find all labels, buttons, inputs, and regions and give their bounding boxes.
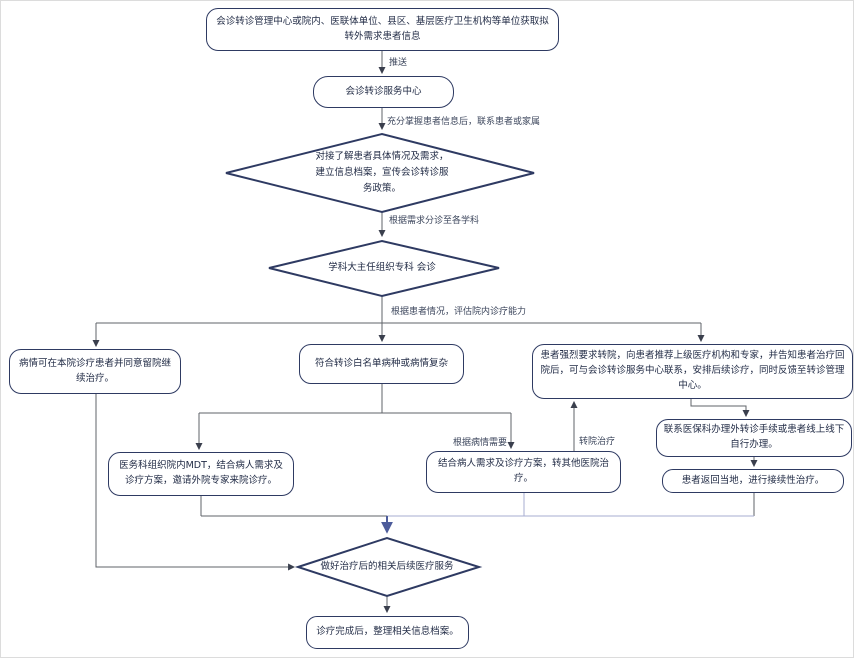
node-archive: 诊疗完成后，整理相关信息档案。 [306,616,469,649]
node-followup-diamond-label: 做好治疗后的相关后续医疗服务 [320,560,454,572]
node-transfer-other: 结合病人需求及诊疗方案，转其他医院治疗。 [426,451,621,493]
edge-strongrequest-to-medicare [690,399,750,418]
followup-diamond-shape [294,536,483,598]
node-mdt: 医务科组织院内MDT，结合病人需求及诊疗方案，邀请外院专家来院诊疗。 [108,452,294,496]
node-whitelist: 符合转诊白名单病种或病情复杂 [299,344,464,384]
edge-label-push: 推送 [389,58,408,68]
consult-diamond-shape [268,239,500,298]
node-intake-diamond-label: 对接了解患者具体情况及需求，建立信息档案，宣传会诊转诊服务政策。 [315,150,449,195]
node-service-center: 会诊转诊服务中心 [313,76,454,108]
edge-staylocal-to-followup [95,394,296,571]
edge-label-transfer-treatment: 转院治疗 [579,437,616,447]
node-return-local: 患者返回当地，进行接续性治疗。 [662,469,844,493]
edge-label-per-condition: 根据病情需要 [453,438,508,448]
node-source: 会诊转诊管理中心或院内、医联体单位、县区、基层医疗卫生机构等单位获取拟转外需求患… [206,8,559,51]
node-consult-diamond-label: 学科大主任组织专科 会诊 [328,262,436,274]
node-stay-local: 病情可在本院诊疗患者并同意留院继续治疗。 [9,349,181,394]
edge-label-contact: 充分掌握患者信息后，联系患者或家属 [387,117,541,127]
intake-diamond-shape [225,132,535,214]
edge-label-evaluate: 根据患者情况，评估院内诊疗能力 [391,307,527,317]
node-strong-request: 患者强烈要求转院，向患者推荐上级医疗机构和专家，并告知患者治疗回院后，可与会诊转… [532,344,853,399]
node-medicare: 联系医保科办理外转诊手续或患者线上线下自行办理。 [656,419,852,457]
edge-label-triage: 根据需求分诊至各学科 [389,216,480,226]
